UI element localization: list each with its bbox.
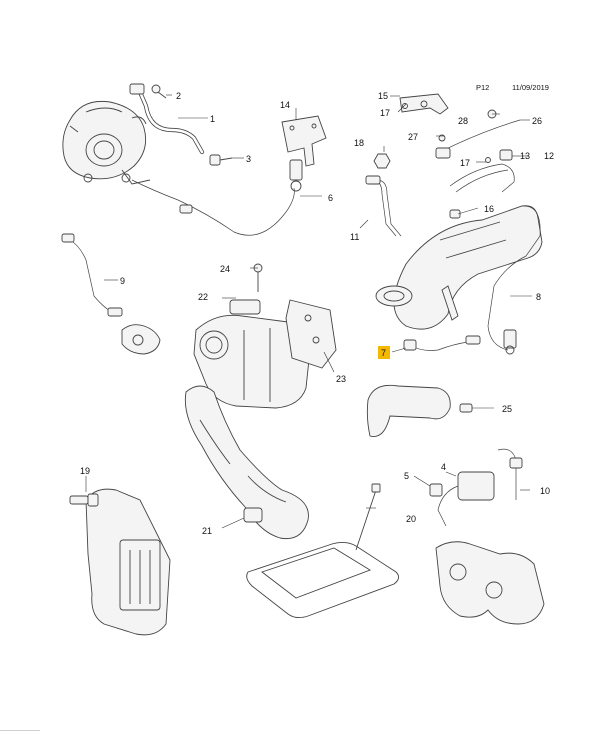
hose-6	[131, 159, 303, 236]
footer-divider	[0, 730, 40, 731]
callout-11: 11	[350, 232, 359, 242]
dipstick-20	[355, 483, 381, 551]
bolt-3	[209, 154, 233, 166]
diagram-date: 11/09/2019	[512, 83, 549, 92]
exhaust-manifold	[435, 541, 545, 625]
callout-3: 3	[246, 154, 251, 164]
sensor-8	[487, 205, 541, 355]
callout-14: 14	[280, 100, 290, 110]
callout-17-lower: 17	[460, 158, 470, 168]
gasket-23	[285, 299, 337, 369]
callout-22: 22	[198, 292, 208, 302]
callout-4: 4	[441, 462, 446, 472]
sensor-cable-9	[61, 233, 161, 355]
turbocharger	[62, 100, 151, 185]
callout-2: 2	[176, 91, 181, 101]
callout-5: 5	[404, 471, 409, 481]
sensor-5	[429, 483, 443, 497]
hose-1	[129, 83, 205, 155]
cable-26	[435, 119, 521, 159]
oil-pan-gasket	[246, 541, 399, 619]
oil-filter-housing	[85, 488, 171, 636]
callout-27: 27	[408, 132, 418, 142]
egr-valve	[193, 299, 311, 409]
leader-lines	[85, 94, 532, 529]
callout-28: 28	[458, 116, 468, 126]
callout-labels: 1 2 3 4 5 6 7 8 9 10 11 12 13 14 15 16 1…	[80, 91, 554, 536]
callout-15: 15	[378, 91, 388, 101]
intake-pipe-21	[184, 385, 309, 540]
sensor-10	[497, 448, 523, 500]
callout-7: 7	[381, 348, 386, 358]
callout-24: 24	[220, 264, 230, 274]
callout-12: 12	[544, 151, 554, 161]
sensor-4	[437, 471, 495, 527]
callout-9: 9	[120, 276, 125, 286]
bolt-17	[402, 103, 491, 163]
bracket-15	[399, 93, 449, 115]
callout-20: 20	[406, 514, 416, 524]
callout-16: 16	[484, 204, 494, 214]
page-number: P12	[476, 83, 489, 92]
callout-21: 21	[202, 526, 212, 536]
nut-27	[438, 134, 446, 142]
sensor-7	[403, 335, 481, 351]
callout-8: 8	[536, 292, 541, 302]
bracket-14	[281, 115, 327, 167]
callout-26: 26	[532, 116, 542, 126]
callout-17-upper: 17	[380, 108, 390, 118]
callout-19: 19	[80, 466, 90, 476]
sensor-19	[69, 493, 99, 507]
bracket-12	[449, 149, 515, 193]
nut-18	[373, 153, 391, 169]
callout-23: 23	[336, 374, 346, 384]
egr-pipe-25	[366, 384, 473, 438]
bracket-16	[449, 209, 461, 219]
callout-13: 13	[520, 151, 530, 161]
callout-1: 1	[210, 114, 215, 124]
callout-6: 6	[328, 193, 333, 203]
callout-10: 10	[540, 486, 550, 496]
bolt-2	[151, 84, 167, 99]
catalytic-converter	[375, 205, 543, 330]
callout-18: 18	[354, 138, 364, 148]
callout-7-highlight	[378, 346, 390, 359]
pipe-11	[365, 175, 402, 237]
callout-25: 25	[502, 404, 512, 414]
